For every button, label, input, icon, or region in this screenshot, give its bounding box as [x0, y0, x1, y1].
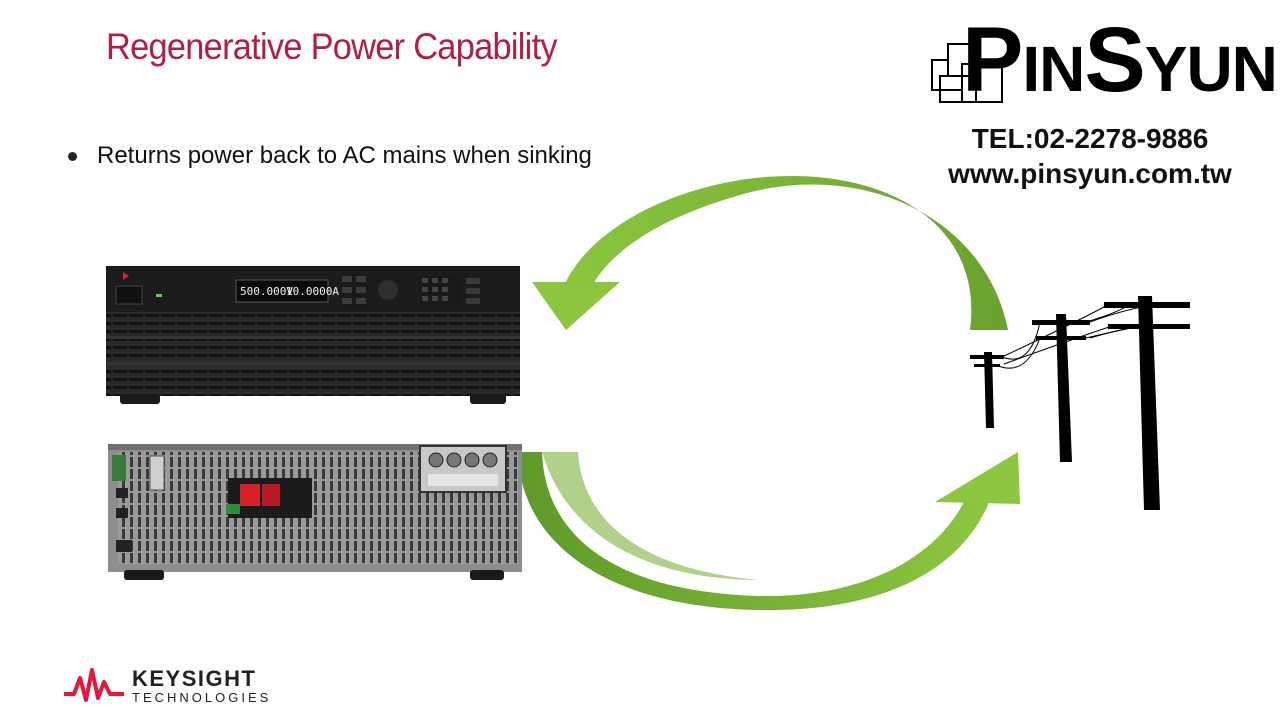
contact-website: www.pinsyun.com.tw	[948, 158, 1232, 189]
pinsyun-logo-squares-icon	[931, 43, 1003, 103]
contact-tel: TEL:02-2278-9886	[971, 123, 1209, 154]
pinsyun-logo: P IN S YUN	[962, 9, 1278, 111]
logo-letters-in: IN	[1022, 33, 1085, 105]
arrow-to-grid-icon	[518, 452, 1020, 611]
arrow-to-instrument-icon	[532, 175, 1008, 330]
logo-letter-p: P	[962, 9, 1023, 111]
instrument-front-panel: 500.000V 10.0000A	[106, 266, 520, 404]
display-voltage: 500.000V	[240, 285, 293, 298]
keysight-mark-icon	[123, 272, 129, 280]
contact-info: TEL:02-2278-9886 www.pinsyun.com.tw	[920, 122, 1260, 192]
instrument-rear-panel	[108, 444, 522, 580]
keysight-sub: TECHNOLOGIES	[132, 690, 272, 705]
power-line-poles-icon	[970, 296, 1190, 510]
bullet-text: Returns power back to AC mains when sink…	[97, 142, 592, 169]
logo-letter-s: S	[1084, 9, 1145, 111]
logo-letters-yun: YUN	[1144, 33, 1278, 105]
bullet-item: Returns power back to AC mains when sink…	[68, 142, 592, 170]
keysight-logo: KEYSIGHT TECHNOLOGIES	[132, 668, 271, 706]
bullet-dot	[68, 151, 77, 161]
slide-title: Regenerative Power Capability	[106, 26, 558, 67]
display-current: 10.0000A	[286, 285, 339, 298]
keysight-wave-icon	[64, 668, 124, 702]
keysight-brand: KEYSIGHT	[132, 666, 257, 691]
